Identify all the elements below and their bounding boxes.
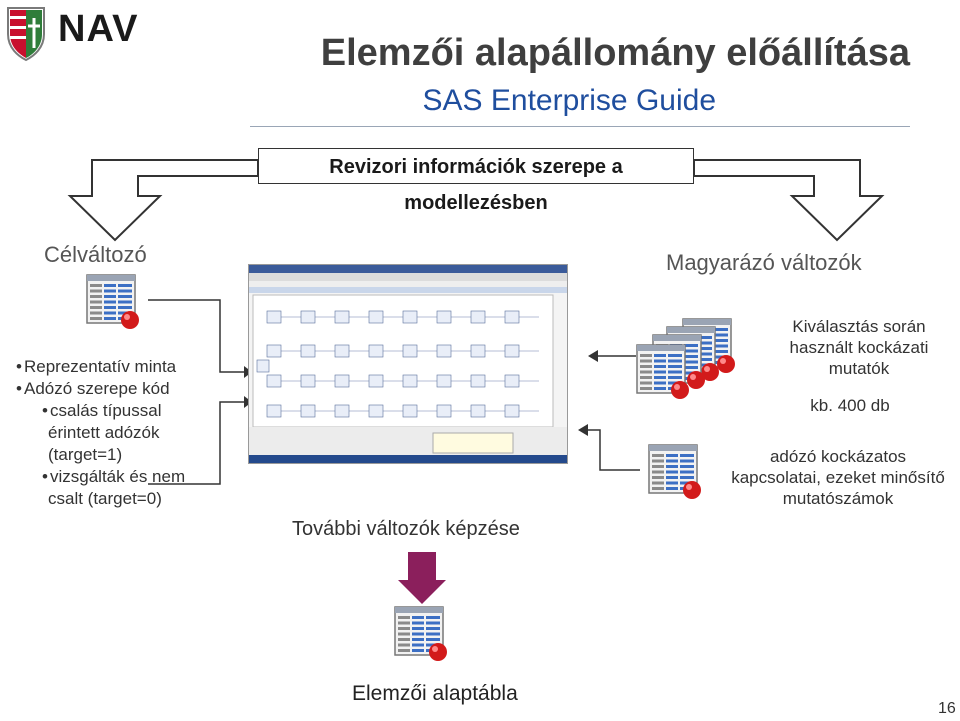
target-bullet-list: •Reprezentatív minta •Adózó szerepe kód … <box>12 356 190 510</box>
center-box: Revizori információk szerepe a modellezé… <box>258 148 694 214</box>
page-subtitle: SAS Enterprise Guide <box>422 84 716 117</box>
left-down-arrow <box>67 159 259 242</box>
bottom-down-arrow <box>398 552 446 604</box>
connector-left-bottom <box>148 401 244 485</box>
risk-indicators-text: Kiválasztás során használt kockázati mut… <box>789 317 929 378</box>
data-table-icon <box>648 444 701 499</box>
bullet-item: Reprezentatív minta <box>24 357 177 376</box>
data-table-icon <box>394 606 447 661</box>
further-variables-caption: További változók képzése <box>292 518 520 540</box>
analytic-base-table-caption: Elemzői alaptábla <box>352 682 518 705</box>
page-number: 16 <box>938 700 956 717</box>
target-variable-heading: Célváltozó <box>44 242 147 267</box>
page-title: Elemzői alapállomány előállítása <box>320 32 910 74</box>
sub-bullet-line: csalt (target=0) <box>48 489 162 508</box>
count-text: kb. 400 db <box>810 396 890 415</box>
sub-bullet-item: csalás típussal <box>50 401 162 420</box>
sas-process-flow-screenshot <box>248 264 568 464</box>
sub-bullet-item: vizsgálták és nem <box>50 467 186 486</box>
connector-left-top <box>148 299 244 373</box>
connector-right-bottom <box>584 429 640 471</box>
data-table-icon <box>636 344 689 399</box>
logo-text: NAV <box>58 8 139 50</box>
right-down-arrow <box>693 159 885 242</box>
sub-bullet-line: érintett adózók <box>48 423 160 442</box>
relationships-text: adózó kockázatos kapcsolatai, ezeket min… <box>731 447 945 508</box>
bullet-item: Adózó szerepe kód <box>24 379 170 398</box>
title-divider <box>250 126 910 127</box>
nav-crest-icon <box>7 7 45 62</box>
sas-process-flow-thumbnail <box>249 265 567 463</box>
sub-bullet-line: (target=1) <box>48 445 123 464</box>
data-table-icon <box>86 274 139 329</box>
explanatory-variables-heading: Magyarázó változók <box>666 250 862 275</box>
